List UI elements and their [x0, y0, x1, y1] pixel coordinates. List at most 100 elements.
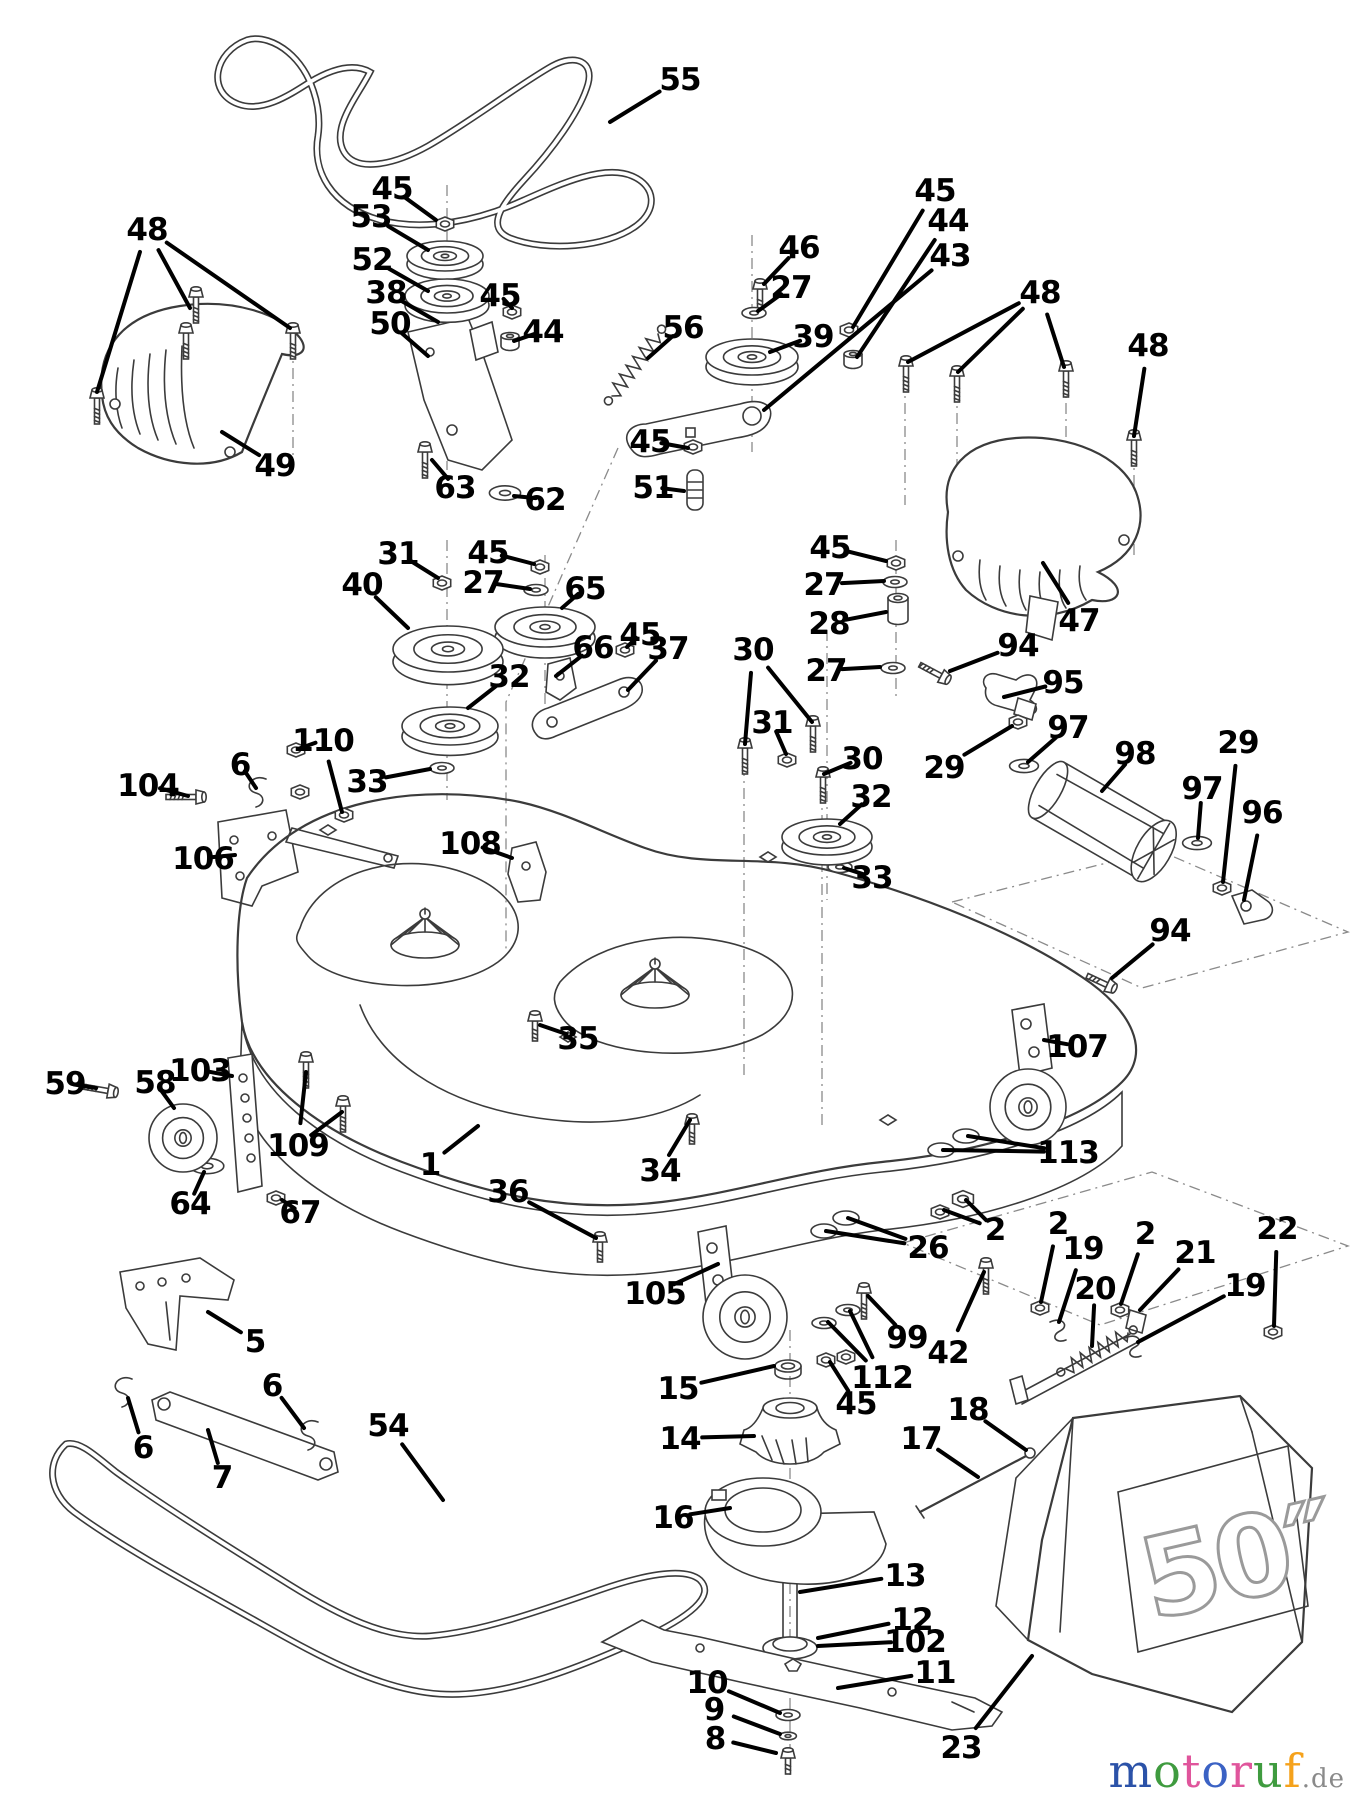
- callout-20: 20: [1074, 1271, 1117, 1348]
- spring-channel: [1009, 1308, 1147, 1406]
- hw-wheel: [702, 1274, 788, 1360]
- hw-bolt: [779, 1747, 797, 1775]
- hw-bearing: [774, 1359, 802, 1380]
- callout-66: 66: [554, 630, 615, 678]
- roller-bracket-96: [1230, 889, 1274, 925]
- hw-nut: [1110, 1302, 1130, 1318]
- hw-spring: [603, 324, 667, 406]
- hw-bolt: [1084, 972, 1118, 994]
- callout-label-27: 27: [805, 653, 846, 689]
- callout-label-53: 53: [350, 199, 391, 235]
- callout-45: 45: [629, 424, 690, 460]
- callout-45: 45: [619, 617, 661, 653]
- hw-pulley: [494, 606, 596, 659]
- callout-39: 39: [768, 319, 835, 355]
- blade-brake-strap: [531, 676, 643, 740]
- callout-label-8: 8: [705, 1721, 726, 1757]
- callout-label-94: 94: [997, 628, 1039, 664]
- callout-label-10: 10: [686, 1665, 728, 1701]
- callout-label-6: 6: [133, 1430, 154, 1466]
- hw-bolt: [736, 737, 754, 775]
- callout-12: 12: [816, 1602, 934, 1640]
- callout-44: 44: [855, 203, 970, 359]
- callout-label-9: 9: [704, 1692, 725, 1728]
- callout-32: 32: [838, 779, 893, 826]
- watermark-letter: f: [1283, 1744, 1302, 1798]
- hw-grommet: [686, 469, 704, 511]
- callout-47: 47: [1041, 561, 1101, 639]
- callout-104: 104: [117, 768, 190, 804]
- callout-label-107: 107: [1046, 1029, 1108, 1065]
- callout-label-45: 45: [835, 1386, 876, 1422]
- hw-pin: [248, 776, 267, 808]
- hw-pulley: [781, 818, 873, 866]
- mandrel-cover-left: [100, 302, 305, 465]
- callout-102: 102: [816, 1624, 947, 1660]
- hw-bushing: [887, 592, 909, 626]
- callout-45: 45: [467, 535, 536, 571]
- callout-label-108: 108: [439, 826, 501, 862]
- callout-59: 59: [44, 1066, 98, 1102]
- callout-46: 46: [762, 230, 821, 286]
- callout-label-12: 12: [891, 1602, 932, 1638]
- hw-washer: [778, 1731, 798, 1741]
- hw-nut: [290, 784, 310, 800]
- callout-107: 107: [1042, 1029, 1109, 1065]
- callout-13: 13: [798, 1558, 927, 1594]
- hw-nut: [502, 304, 522, 320]
- callout-label-1: 1: [420, 1147, 441, 1183]
- callout-94: 94: [948, 628, 1040, 673]
- callout-label-34: 34: [639, 1153, 681, 1189]
- hw-cone: [620, 957, 690, 1009]
- callout-99: 99: [866, 1294, 929, 1356]
- callout-label-2: 2: [1048, 1206, 1069, 1242]
- hanger-bracket-5: [119, 1257, 235, 1351]
- callout-64: 64: [169, 1170, 212, 1222]
- callout-label-99: 99: [886, 1320, 927, 1356]
- hw-pulley: [705, 338, 799, 386]
- callout-label-42: 42: [927, 1335, 968, 1371]
- callout-6: 6: [262, 1368, 306, 1430]
- hw-nut: [777, 752, 797, 768]
- callout-10: 10: [686, 1665, 782, 1715]
- callout-35: 35: [538, 1021, 600, 1057]
- callout-17: 17: [900, 1421, 980, 1479]
- callout-label-2: 2: [985, 1212, 1006, 1248]
- callout-label-52: 52: [351, 242, 392, 278]
- hw-washer: [882, 575, 908, 589]
- callout-21: 21: [1138, 1235, 1217, 1312]
- callout-27: 27: [756, 270, 813, 313]
- hw-bolt: [177, 322, 195, 360]
- callout-49: 49: [220, 430, 297, 484]
- callout-16: 16: [652, 1500, 732, 1536]
- callout-label-30: 30: [732, 632, 774, 668]
- callout-97: 97: [1026, 710, 1090, 764]
- callout-label-30: 30: [841, 741, 883, 777]
- callout-label-21: 21: [1174, 1235, 1215, 1271]
- callout-label-22: 22: [1256, 1211, 1297, 1247]
- callout-label-50: 50: [369, 306, 411, 342]
- front-suspension-bracket: [217, 809, 400, 907]
- hw-pulley: [401, 706, 499, 757]
- callout-45: 45: [479, 278, 521, 314]
- callout-label-2: 2: [1135, 1216, 1156, 1252]
- callout-112: 112: [826, 1309, 914, 1396]
- callout-48: 48: [906, 275, 1066, 374]
- callout-label-19: 19: [1224, 1268, 1265, 1304]
- callout-50: 50: [369, 306, 430, 358]
- callout-label-7: 7: [212, 1460, 233, 1496]
- callout-36: 36: [487, 1174, 598, 1240]
- callout-18: 18: [947, 1392, 1028, 1452]
- callout-label-67: 67: [279, 1195, 320, 1231]
- callout-27: 27: [803, 567, 886, 603]
- callout-label-39: 39: [792, 319, 833, 355]
- callout-label-44: 44: [927, 203, 969, 239]
- callout-label-55: 55: [659, 62, 700, 98]
- callout-62: 62: [512, 482, 567, 518]
- callout-33: 33: [842, 860, 894, 896]
- callout-label-29: 29: [923, 750, 964, 786]
- callout-label-16: 16: [652, 1500, 693, 1536]
- callout-label-15: 15: [657, 1371, 698, 1407]
- callout-5: 5: [206, 1310, 266, 1360]
- hw-spring: [1056, 1325, 1138, 1377]
